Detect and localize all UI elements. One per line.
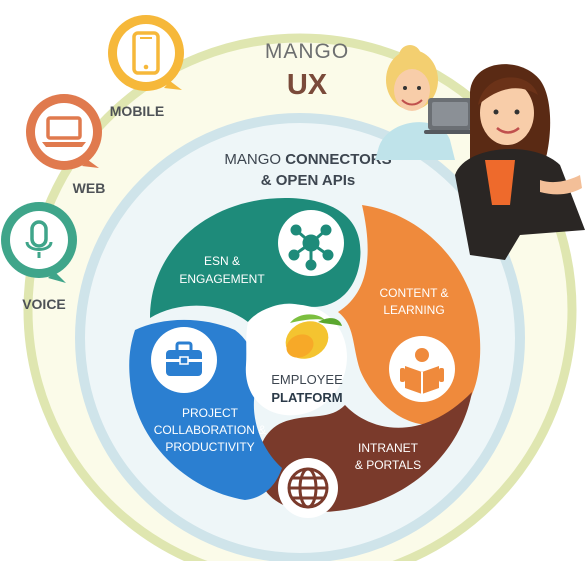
reader-book-icon	[389, 336, 455, 402]
content-label-line2: LEARNING	[383, 303, 444, 317]
mango-logo-icon	[285, 314, 342, 359]
center-label-employee: EMPLOYEE	[271, 372, 343, 387]
esn-label-line2: ENGAGEMENT	[179, 272, 265, 286]
intranet-label-line1: INTRANET	[358, 441, 419, 455]
intranet-label-line2: & PORTALS	[355, 458, 421, 472]
connectors-subheading: & OPEN APIs	[261, 172, 355, 189]
mango-title: MANGO	[265, 40, 349, 63]
project-label-line3: PRODUCTIVITY	[165, 440, 254, 454]
esn-label-line1: ESN &	[204, 254, 240, 268]
center-label-platform: PLATFORM	[271, 390, 342, 405]
ux-title: UX	[287, 69, 328, 101]
connectors-heading: MANGO CONNECTORS	[224, 151, 391, 168]
laptop-icon	[42, 116, 86, 147]
mobile-pin	[108, 15, 184, 91]
network-hub-icon	[278, 210, 344, 276]
connectors-bold: CONNECTORS	[285, 151, 391, 168]
content-label-line1: CONTENT &	[379, 286, 448, 300]
woman-presenting-illustration	[455, 64, 585, 260]
mobile-label: MOBILE	[110, 103, 164, 119]
globe-icon	[278, 458, 338, 518]
woman-with-laptop-illustration	[375, 45, 476, 160]
microphone-icon	[25, 220, 53, 258]
project-label-line2: COLLABORATION &	[154, 423, 266, 437]
web-pin	[26, 94, 102, 170]
project-label-line1: PROJECT	[182, 406, 239, 420]
voice-label: VOICE	[22, 296, 66, 312]
web-label: WEB	[73, 180, 106, 196]
mobile-phone-icon	[132, 31, 160, 75]
connectors-prefix: MANGO	[224, 151, 281, 168]
briefcase-icon	[151, 327, 217, 393]
voice-pin	[1, 202, 77, 283]
